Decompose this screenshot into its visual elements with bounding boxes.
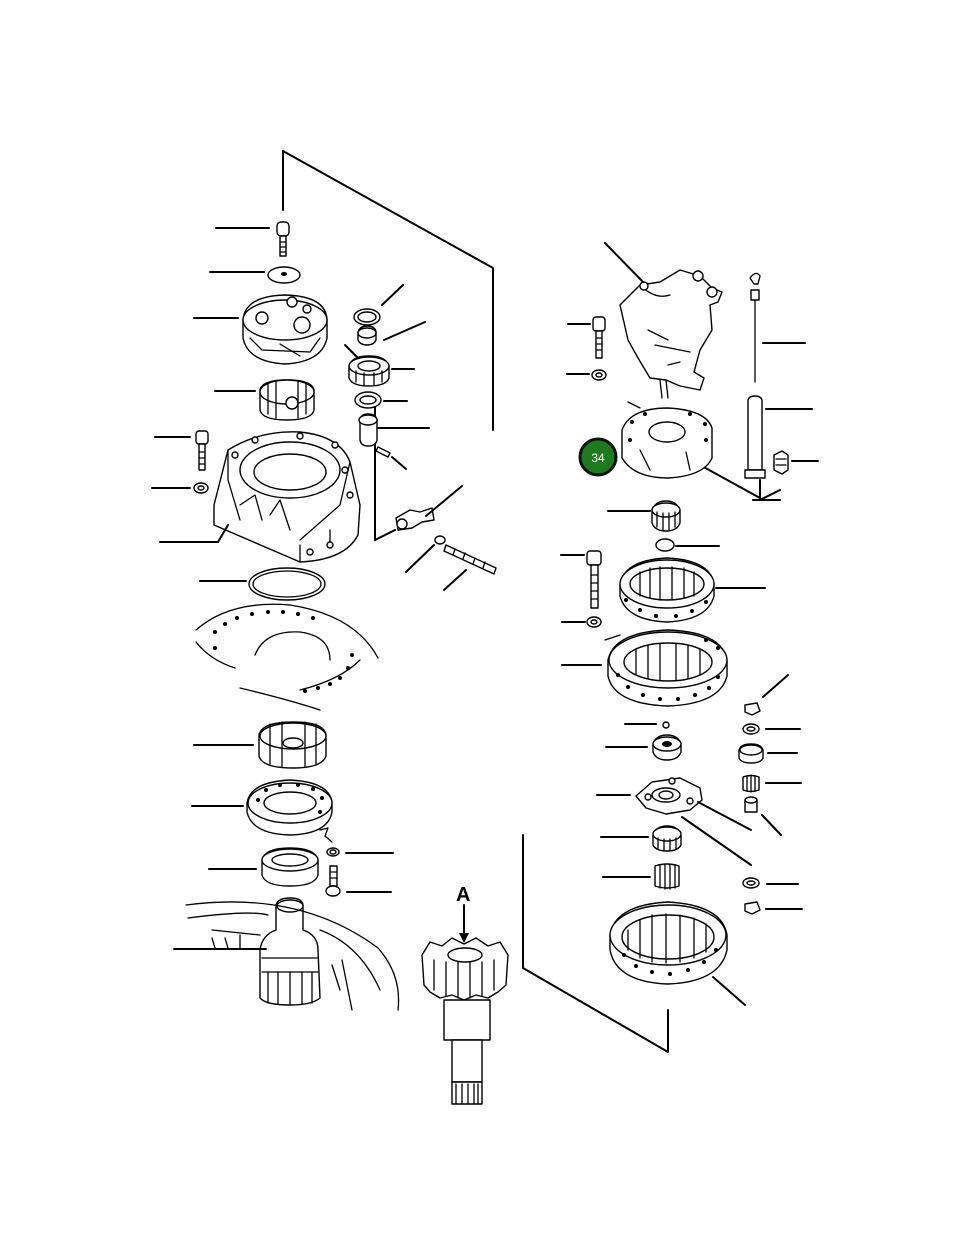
thrust-plate-small [655,538,675,552]
bolt-mid-left [195,430,209,471]
view-label-a: A [456,884,470,906]
motor-flange-part-34 [621,401,713,479]
planet-gear-upper [259,379,315,421]
right-group-bracket [522,464,781,1053]
bolt-ring [586,550,602,609]
sun-gear-small [652,734,682,761]
o-ring-housing [248,567,326,601]
grease-fitting [395,507,435,531]
pinion-shaft [185,897,400,1011]
washer-top-left [267,266,301,284]
ring-gear-upper [619,557,715,623]
nut-left [326,847,340,857]
seal-ring-middle [354,391,382,409]
callout-34-label: 34 [591,451,605,465]
dipstick [749,272,761,383]
ring-gear-lower [609,901,728,985]
nut-upper [357,325,377,346]
right-leader-lines [560,242,819,1006]
ring-gear-flange [607,629,728,707]
bearing-retainer [246,779,333,843]
left-group-bracket [282,150,494,541]
planet-gear-lower [258,721,327,769]
washer-motor [591,369,607,381]
pinion-view-a: A [421,884,509,1105]
ring-gear-section [195,603,379,711]
callout-34[interactable]: 34 [578,437,618,477]
small-parts-right-column [738,702,764,915]
swing-housing [213,431,361,563]
hydraulic-motor [619,269,723,399]
left-leader-lines [151,227,394,950]
bolt-lower-left [325,865,341,897]
roller-bearing-upper [348,355,390,387]
needle-bearing [654,863,680,890]
plug-fitting [773,450,789,475]
washer-mid-left [193,482,209,494]
dipstick-tube [744,395,766,479]
rod-fitting [443,544,497,575]
washer-ring [586,616,602,628]
middle-leader-lines [377,284,467,591]
callout-34-ring [578,437,618,477]
planetary-carrier-top [242,294,328,365]
planet-carrier-small [635,777,703,815]
tapered-bearing-left [261,847,319,887]
planet-gear-small [652,825,682,852]
bushing [358,413,378,447]
bolt-top-left [276,221,290,257]
bolt-motor [592,316,606,359]
nut-fitting [434,535,446,545]
pin-small-right [662,721,670,729]
seal-upper [353,308,381,326]
pin-small [375,446,391,458]
sun-gear [651,500,681,532]
